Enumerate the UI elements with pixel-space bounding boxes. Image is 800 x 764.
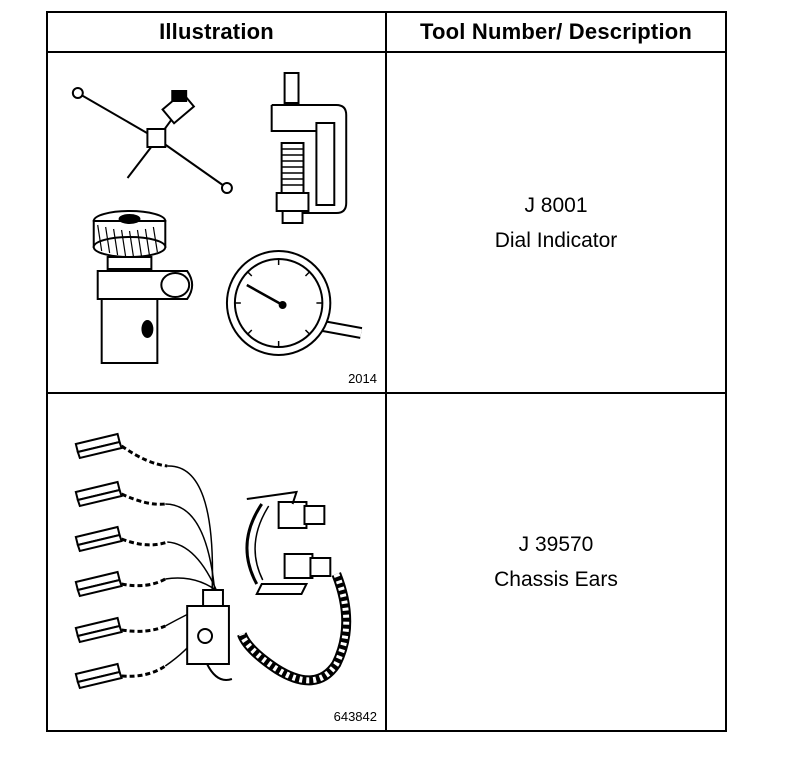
- coiled-cable-icon: [237, 572, 352, 686]
- c-clamp-icon: [270, 72, 348, 224]
- illustration-cell: 2014: [46, 51, 387, 394]
- tool-number: J 39570: [518, 533, 594, 556]
- description-cell: J 8001 Dial Indicator: [385, 51, 727, 394]
- table-row: 643842 J 39570 Chassis Ears: [46, 392, 727, 732]
- alligator-clips-icon: [74, 432, 222, 690]
- sensor-clamp-icon: [245, 490, 332, 595]
- tool-number: J 8001: [524, 193, 588, 217]
- description-cell: J 39570 Chassis Ears: [385, 392, 727, 732]
- figure-number: 2014: [348, 371, 377, 386]
- tool-description: Chassis Ears: [494, 568, 618, 591]
- tool-table: Illustration Tool Number/ Description: [46, 11, 727, 732]
- header-illustration: Illustration: [46, 11, 387, 53]
- cross-wrench-icon: [71, 87, 233, 194]
- dial-gauge-icon: [225, 250, 363, 356]
- dial-indicator-illustration: [71, 72, 363, 364]
- figure-number: 643842: [333, 709, 377, 724]
- header-tool-description: Tool Number/ Description: [385, 11, 727, 53]
- header-row: Illustration Tool Number/ Description: [46, 11, 727, 53]
- table-row: 2014 J 8001 Dial Indicator: [46, 51, 727, 394]
- tool-description: Dial Indicator: [494, 228, 618, 252]
- chassis-ears-illustration: [74, 432, 352, 690]
- junction-box-icon: [186, 589, 233, 681]
- illustration-cell: 643842: [46, 392, 387, 732]
- knob-holder-icon: [92, 210, 194, 364]
